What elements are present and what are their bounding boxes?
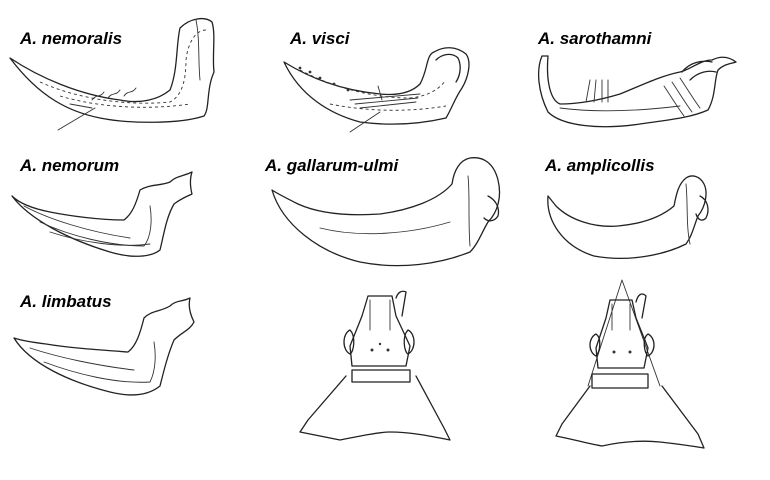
drawing-head-front-1 (299, 290, 451, 441)
label-nemoralis: A. nemoralis (20, 29, 123, 48)
drawing-nemoralis (9, 17, 215, 131)
drawing-gallarum-ulmi (271, 157, 501, 267)
drawing-amplicollis (547, 175, 709, 259)
drawing-visci (283, 47, 470, 133)
label-gallarum-ulmi: A. gallarum-ulmi (265, 156, 399, 175)
drawing-head-front-2 (555, 279, 705, 449)
label-visci: A. visci (290, 29, 350, 48)
drawing-sarothamni (537, 55, 737, 128)
drawing-nemorum (11, 171, 193, 257)
drawing-limbatus (13, 297, 195, 396)
label-limbatus: A. limbatus (20, 292, 112, 311)
label-amplicollis: A. amplicollis (545, 156, 655, 175)
label-sarothamni: A. sarothamni (538, 29, 652, 48)
label-nemorum: A. nemorum (20, 156, 120, 175)
